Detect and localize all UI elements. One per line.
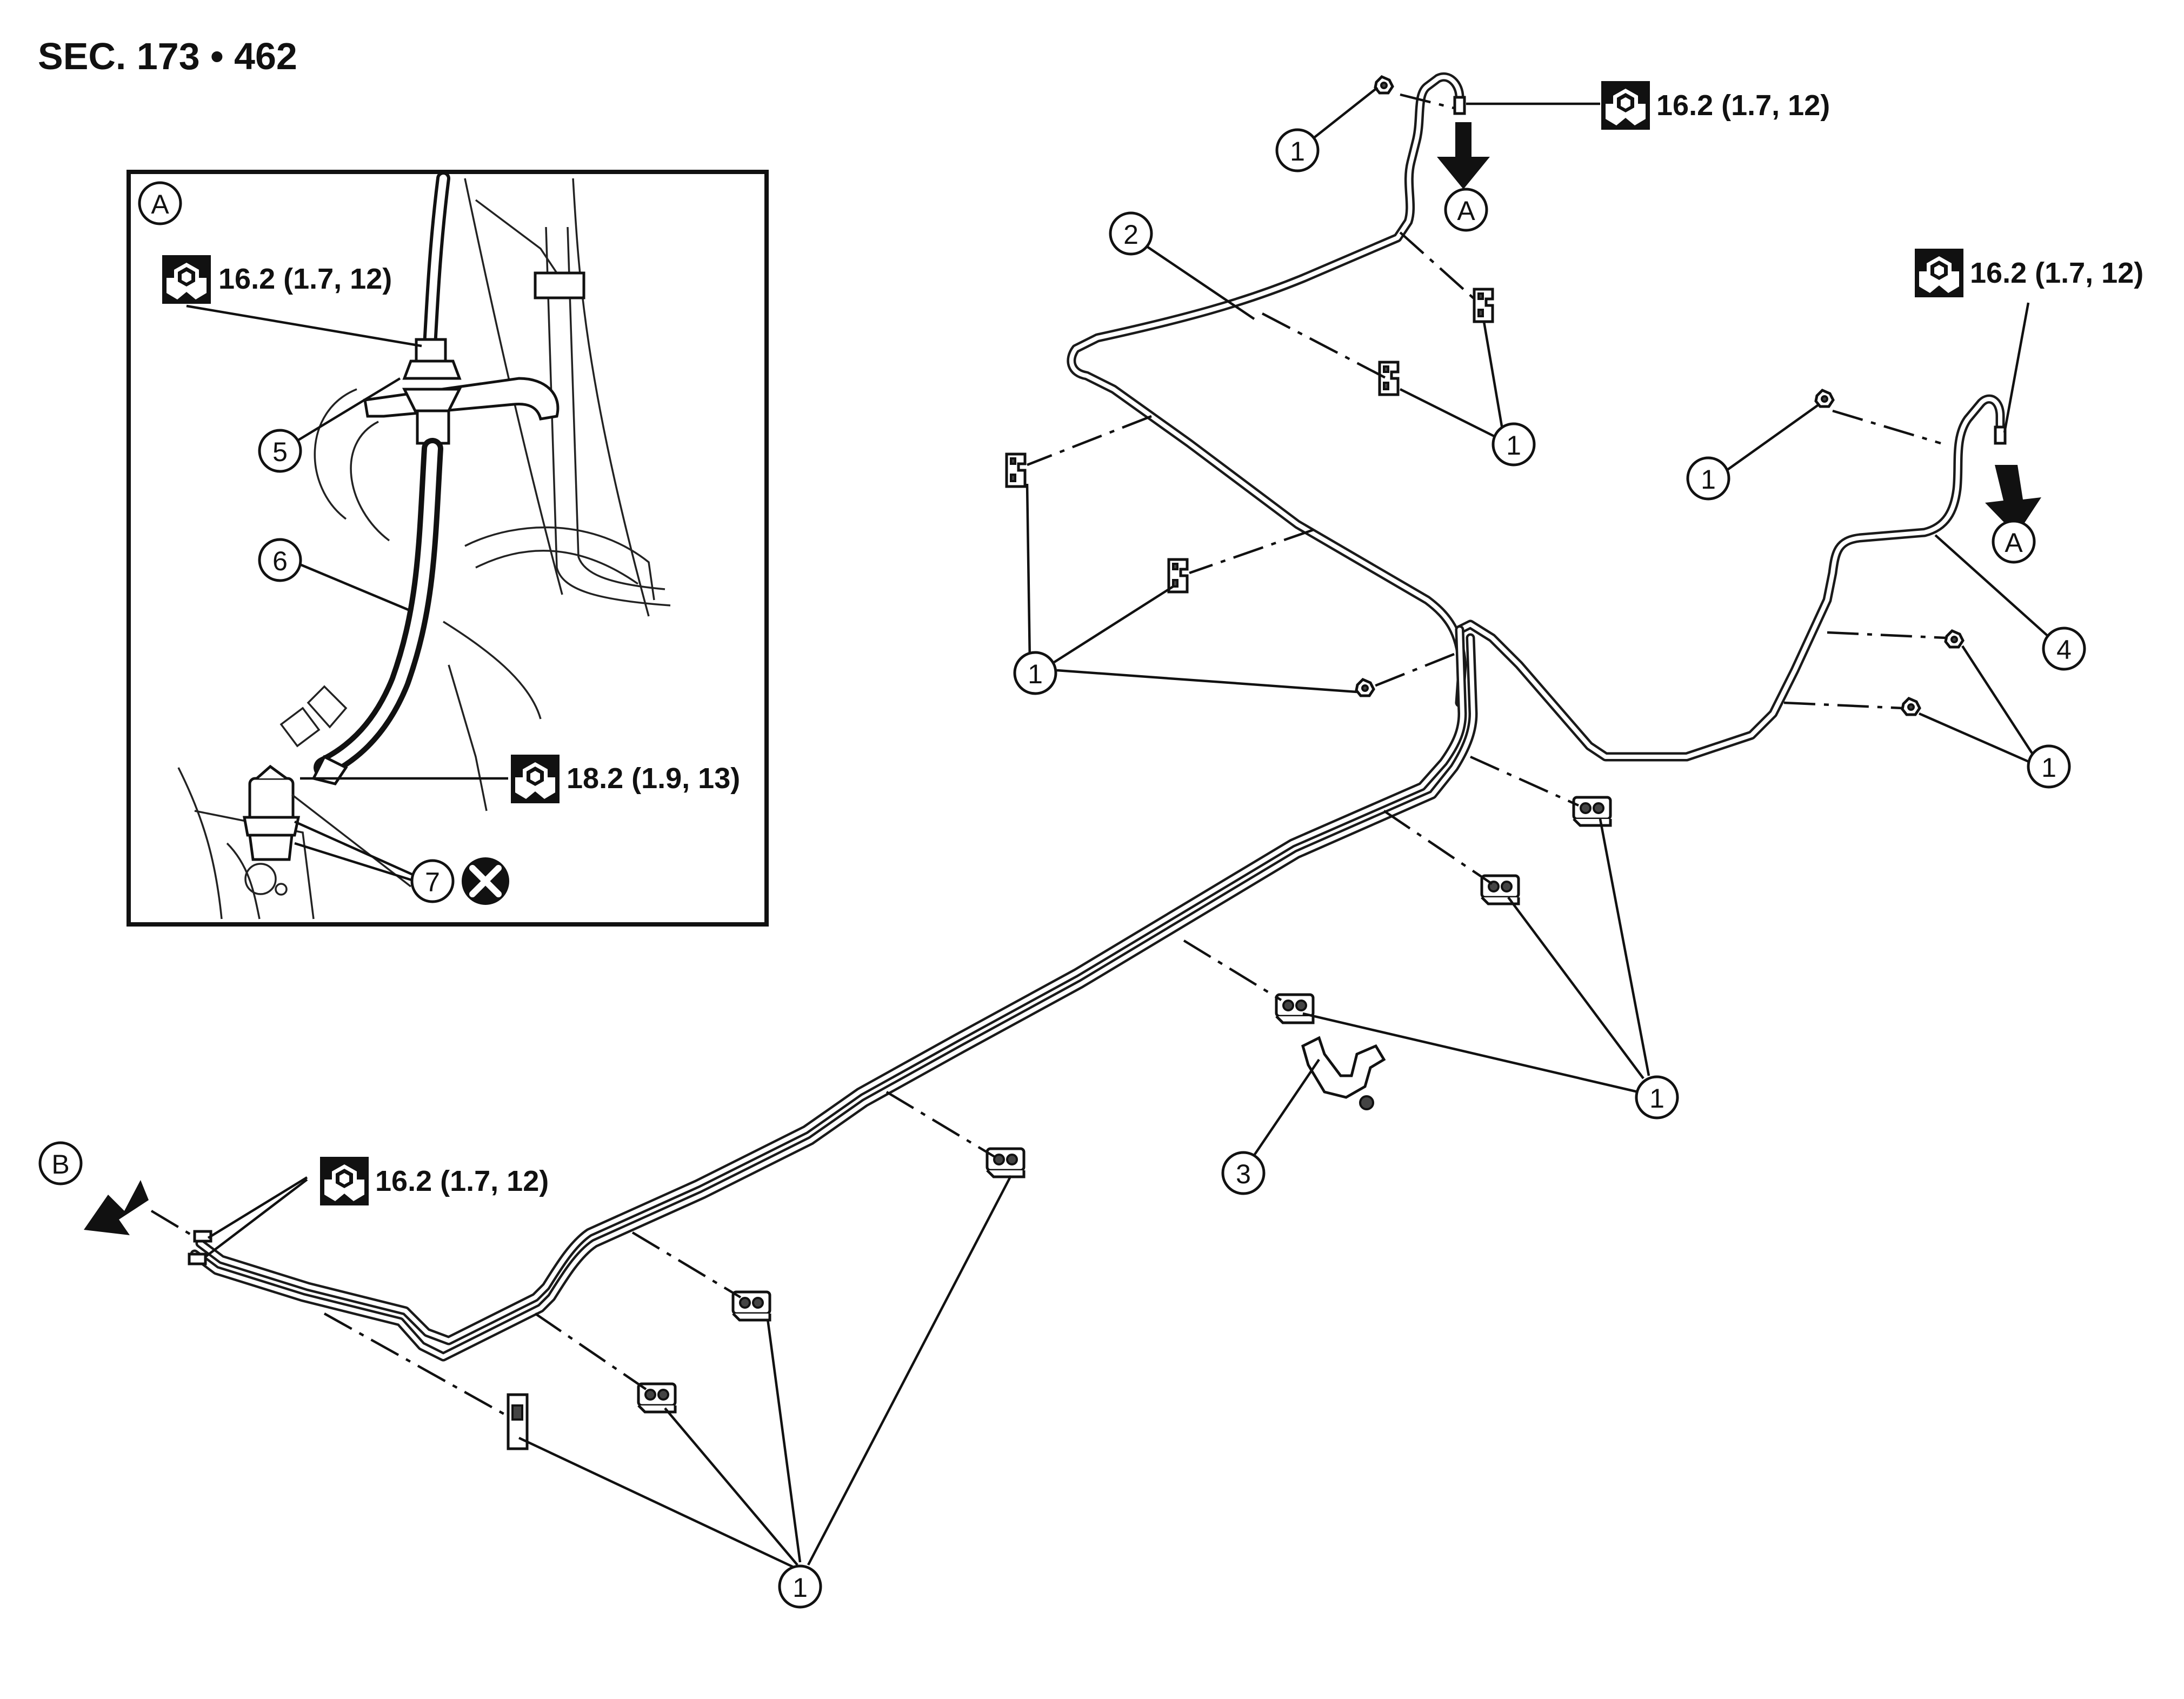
torque-spec-inset-bottom: 18.2 (1.9, 13) (300, 755, 740, 803)
direction-arrow-icon (1437, 122, 1490, 189)
torque-spec-inset-top: 16.2 (1.7, 12) (162, 255, 422, 348)
callout-number: 7 (425, 867, 440, 897)
inset-view-a (126, 170, 769, 927)
tube-clip (1356, 679, 1374, 696)
view-label-a-top: A (1444, 188, 1488, 232)
torque-wrench-icon (162, 255, 211, 304)
callout-1-mid-top: 1 (1399, 321, 1536, 467)
flare-nut (193, 1230, 212, 1243)
callout-number: 6 (272, 546, 288, 576)
inset-label-a: A (138, 181, 182, 225)
torque-spec-top: 16.2 (1.7, 12) (1466, 81, 1830, 130)
callout-number: 1 (1506, 430, 1521, 461)
view-label-a: A (2005, 528, 2023, 558)
inset-frame (126, 170, 769, 927)
callout-number: 3 (1236, 1159, 1251, 1189)
tube-bracket-3 (1301, 1036, 1386, 1110)
callout-1-top: 1 (1275, 86, 1379, 172)
torque-value: 18.2 (1.9, 13) (567, 762, 740, 795)
flare-nut (1453, 96, 1466, 115)
union-bolt (248, 777, 295, 823)
tube-clip (1276, 995, 1313, 1023)
callout-1-right-bottom: 1 (1919, 645, 2071, 789)
do-not-reuse-icon (462, 857, 509, 905)
section-label: SEC. 173 • 462 (38, 35, 297, 77)
tube-clip (1380, 362, 1398, 395)
torque-wrench-icon (1915, 249, 1963, 297)
callout-number: 4 (2056, 635, 2072, 665)
torque-value: 16.2 (1.7, 12) (218, 263, 392, 295)
brake-tube-4 (1455, 394, 2005, 762)
callout-number: 1 (1028, 659, 1043, 689)
callout-number: 2 (1123, 219, 1138, 250)
tube-clip (987, 1149, 1024, 1177)
dash-dot-leaders (150, 93, 1947, 1417)
callout-7: 7 (294, 820, 509, 905)
torque-spec-left: 16.2 (1.7, 12) (204, 1157, 549, 1258)
brake-tube-main-run (190, 625, 1478, 1362)
callout-1-left: 1 (1013, 483, 1357, 695)
view-label-a: A (151, 189, 169, 219)
callout-5: 5 (258, 377, 401, 473)
view-label-a: A (1457, 196, 1475, 226)
callout-2: 2 (1109, 211, 1255, 320)
torque-value: 16.2 (1.7, 12) (1970, 257, 2143, 289)
torque-wrench-icon (1601, 81, 1650, 130)
view-label-b-text: B (51, 1149, 69, 1180)
flare-nut (415, 338, 447, 363)
tube-clip (1007, 454, 1025, 487)
tube-clip (507, 1393, 529, 1450)
direction-arrow-icon (1985, 465, 2041, 535)
tube-clip (1375, 77, 1393, 93)
torque-wrench-icon (320, 1157, 369, 1205)
torque-spec-right: 16.2 (1.7, 12) (1915, 249, 2143, 433)
flare-nut (1994, 425, 2007, 445)
callout-1-center: 1 (1302, 818, 1679, 1120)
callout-number: 5 (272, 437, 288, 467)
view-label-b: B (38, 1141, 83, 1185)
torque-wrench-icon (511, 755, 560, 803)
callout-1-bottom: 1 (518, 1175, 1012, 1609)
callout-number: 1 (793, 1573, 808, 1603)
direction-arrow-icon (84, 1180, 149, 1235)
callout-4: 4 (1934, 534, 2086, 671)
callout-number: 1 (2041, 752, 2056, 783)
torque-value: 16.2 (1.7, 12) (1656, 89, 1830, 122)
tube-clip (1574, 797, 1610, 825)
callout-number: 1 (1649, 1083, 1664, 1114)
torque-value: 16.2 (1.7, 12) (375, 1165, 549, 1197)
view-label-a-right: A (1992, 519, 2036, 564)
callout-6: 6 (258, 538, 411, 612)
tube-clip (1474, 289, 1493, 322)
tube-clip (1946, 631, 1963, 647)
callout-3: 3 (1221, 1058, 1320, 1195)
callout-number: 1 (1701, 464, 1716, 495)
callout-number: 1 (1290, 136, 1305, 166)
callout-1-right-top: 1 (1686, 403, 1820, 501)
tube-clip (1902, 698, 1920, 715)
flare-nut (188, 1252, 207, 1265)
brake-tube-2 (1067, 72, 1467, 708)
